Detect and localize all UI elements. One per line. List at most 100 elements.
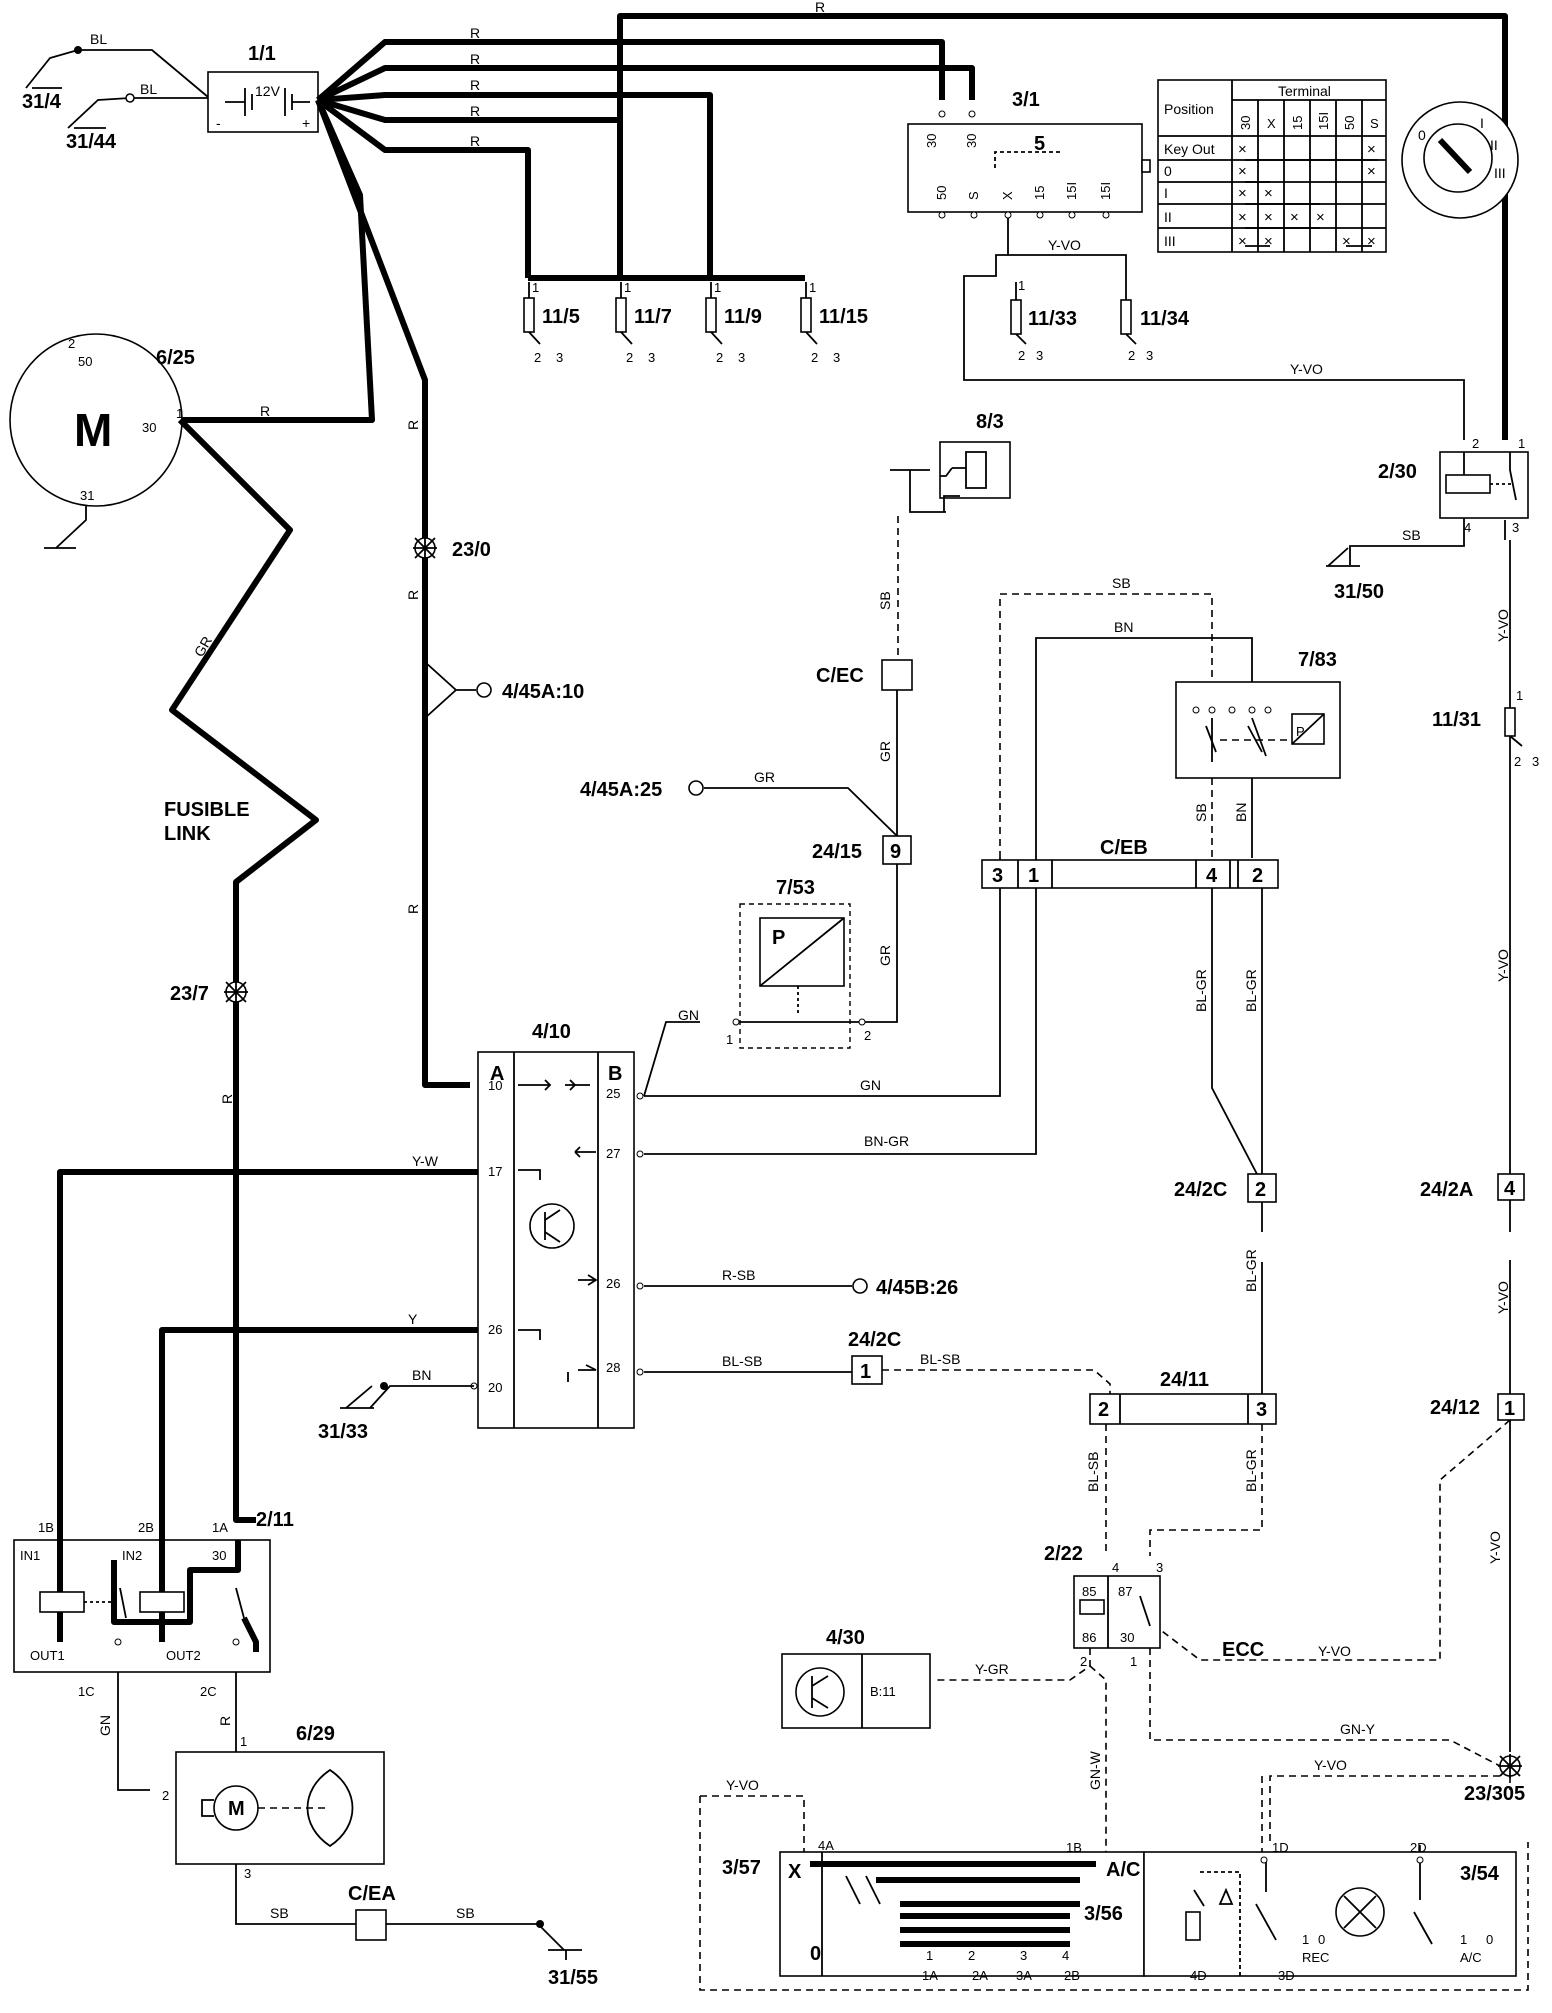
- svg-text:×: ×: [1367, 141, 1376, 158]
- switch-7-83: 7/83 P: [1175, 649, 1341, 779]
- svg-text:24/2C: 24/2C: [848, 1329, 901, 1351]
- svg-text:30: 30: [924, 134, 939, 148]
- svg-text:1: 1: [176, 406, 183, 421]
- svg-text:87: 87: [1118, 1584, 1132, 1599]
- conn-24-2C-a: 2 24/2C: [1174, 1173, 1277, 1203]
- svg-text:OUT1: OUT1: [30, 1648, 65, 1663]
- fuse-11-15: 1 2 3 11/15: [800, 280, 868, 365]
- wire-label-gn-2: GN: [678, 1007, 699, 1023]
- svg-text:S: S: [1370, 116, 1379, 131]
- svg-text:1D: 1D: [1272, 1840, 1289, 1855]
- svg-text:II: II: [1164, 209, 1172, 225]
- svg-text:1: 1: [1302, 1932, 1309, 1947]
- wire-label-bn-783: BN: [1233, 803, 1249, 822]
- svg-text:I: I: [1164, 185, 1168, 201]
- svg-text:5: 5: [1034, 133, 1045, 155]
- wire-label-r2: R: [470, 51, 480, 67]
- splice-23-305: 23/305: [1464, 1754, 1525, 1805]
- svg-text:10: 10: [488, 1078, 502, 1093]
- wire-label-y-vo-2-30: Y-VO: [1290, 361, 1323, 377]
- svg-text:30: 30: [1120, 1630, 1134, 1645]
- svg-text:6/29: 6/29: [296, 1723, 335, 1745]
- fusible-link-label: FUSIBLE: [164, 799, 250, 821]
- svg-text:2: 2: [68, 336, 75, 351]
- fuse-11-5: 1 2 3 11/5: [523, 280, 580, 365]
- svg-text:2/22: 2/22: [1044, 1543, 1083, 1565]
- svg-text:Position: Position: [1164, 101, 1214, 117]
- svg-text:4/45A:25: 4/45A:25: [580, 779, 662, 801]
- svg-text:11/33: 11/33: [1028, 308, 1077, 330]
- wire-label-r5: R: [470, 133, 480, 149]
- svg-text:III: III: [1164, 233, 1176, 249]
- wire-label-r-starter: R: [260, 403, 270, 419]
- svg-text:15: 15: [1290, 116, 1305, 130]
- svg-text:×: ×: [1238, 185, 1247, 202]
- ground-31-4: 31/4: [22, 46, 82, 113]
- main-feed-wires: [180, 13, 1508, 1088]
- svg-text:31/44: 31/44: [66, 131, 117, 153]
- svg-text:3: 3: [1146, 348, 1153, 363]
- svg-text:0: 0: [810, 1943, 821, 1965]
- splice-23-7: 23/7: [170, 980, 248, 1005]
- wire-label-bl-gr-2: BL-GR: [1243, 969, 1259, 1012]
- svg-text:Key Out: Key Out: [1164, 141, 1215, 157]
- svg-text:85: 85: [1082, 1584, 1096, 1599]
- wire-label-y-vo-ign: Y-VO: [1048, 237, 1081, 253]
- svg-text:3: 3: [1512, 520, 1519, 535]
- svg-text:50: 50: [1342, 116, 1357, 130]
- svg-text:0: 0: [1486, 1932, 1493, 1947]
- conn-24-12: 1 24/12: [1430, 1393, 1525, 1421]
- svg-text:2: 2: [1080, 1654, 1087, 1669]
- svg-text:12V: 12V: [255, 83, 281, 99]
- svg-text:50: 50: [934, 186, 949, 200]
- svg-text:×: ×: [1238, 209, 1247, 226]
- conn-4-45A-10: 4/45A:10: [476, 681, 584, 703]
- wire-label-gn-y: GN-Y: [1340, 1721, 1376, 1737]
- svg-text:3: 3: [244, 1866, 251, 1881]
- key-icon: 0 I II III: [1401, 101, 1519, 219]
- wire-label-bl: BL: [90, 31, 107, 47]
- wire-label-bl-gr-3: BL-GR: [1243, 1249, 1259, 1292]
- svg-text:15I: 15I: [1316, 112, 1331, 130]
- wire-label-sb-ground: SB: [1402, 527, 1421, 543]
- svg-text:4D: 4D: [1190, 1968, 1207, 1983]
- svg-text:4: 4: [1112, 1560, 1119, 1575]
- svg-text:2: 2: [968, 1948, 975, 1963]
- svg-text:×: ×: [1264, 209, 1273, 226]
- svg-text:-: -: [216, 115, 221, 131]
- relay-2-11: 2/11 IN1 IN2 30 1B 2B 1A OUT1 OUT2: [13, 1509, 294, 1673]
- svg-text:4/45B:26: 4/45B:26: [876, 1277, 958, 1299]
- ground-31-33: 31/33: [318, 1382, 388, 1443]
- svg-text:X: X: [1000, 191, 1015, 200]
- svg-text:4A: 4A: [818, 1838, 834, 1853]
- wire-label-sb-upper: SB: [1112, 575, 1131, 591]
- svg-text:2: 2: [1018, 348, 1025, 363]
- svg-text:3/57: 3/57: [722, 1857, 761, 1879]
- svg-text:1: 1: [1518, 436, 1525, 451]
- svg-text:3/1: 3/1: [1012, 89, 1040, 111]
- svg-text:2: 2: [626, 350, 633, 365]
- svg-text:3: 3: [1036, 348, 1043, 363]
- svg-text:11/15: 11/15: [819, 306, 868, 328]
- svg-text:1/1: 1/1: [248, 43, 276, 65]
- svg-text:2C: 2C: [200, 1684, 217, 1699]
- svg-text:20: 20: [488, 1380, 502, 1395]
- fuse-11-31: 11/31 1 2 3: [1432, 688, 1539, 769]
- conn-C-EB: C/EB 3 1 4 2: [981, 837, 1279, 889]
- wire-label-gn-w: GN-W: [1087, 1750, 1103, 1790]
- svg-text:II: II: [1490, 137, 1498, 153]
- wire-label-gr-2: GR: [754, 769, 775, 785]
- svg-text:7/83: 7/83: [1298, 649, 1337, 671]
- svg-text:11/31: 11/31: [1432, 709, 1481, 731]
- fusible-link-label-2: LINK: [164, 823, 211, 845]
- ground-31-50: 31/50: [1326, 547, 1384, 603]
- svg-text:REC: REC: [1302, 1950, 1329, 1965]
- svg-text:31/55: 31/55: [548, 1967, 598, 1989]
- ignition-switch-3-1: 3/1 30 30 5 50 S X 15 15I 15I: [907, 89, 1151, 219]
- svg-text:3: 3: [1020, 1948, 1027, 1963]
- svg-text:I: I: [1480, 115, 1484, 131]
- wire-label-y-vo-r3: Y-VO: [1495, 1281, 1511, 1314]
- svg-text:3: 3: [648, 350, 655, 365]
- svg-text:30: 30: [142, 420, 156, 435]
- svg-text:S: S: [966, 191, 981, 200]
